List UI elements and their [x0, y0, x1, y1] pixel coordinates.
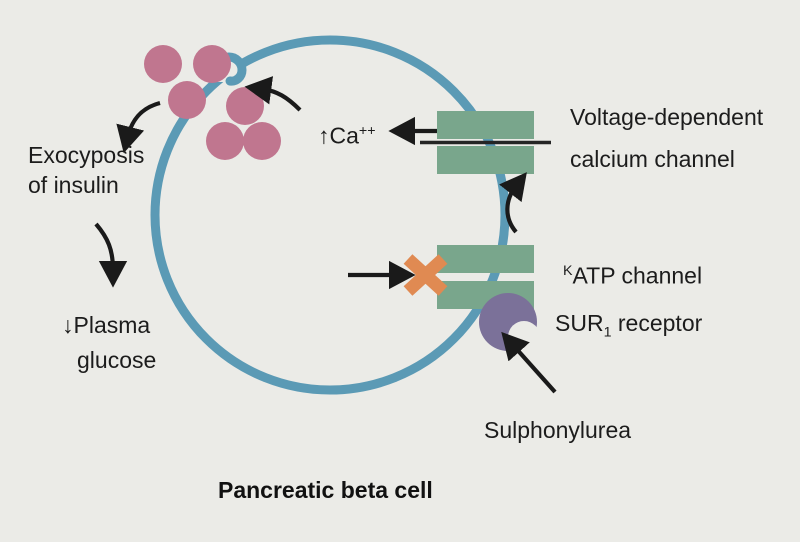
- exocytosis-label-line2: of insulin: [28, 172, 119, 198]
- calcium-symbol: Ca: [329, 122, 359, 149]
- up-arrow-glyph: ↑: [318, 122, 330, 149]
- voltage-channel-label-line1: Voltage-dependent: [570, 104, 764, 130]
- channel-block-x-icon: [403, 254, 448, 296]
- insulin-granules-inside: [206, 87, 281, 160]
- plasma-glucose-label-line2: glucose: [77, 347, 157, 373]
- calcium-charge: ++: [358, 123, 376, 139]
- exocytosis-label-line1: Exocyposis: [28, 142, 145, 168]
- sur-suffix: receptor: [611, 310, 703, 336]
- sulphonylurea-label: Sulphonylurea: [484, 417, 632, 443]
- sur-subscript: 1: [603, 324, 612, 341]
- cell-membrane: [150, 35, 510, 395]
- sur1-receptor-label: SUR1 receptor: [555, 308, 702, 348]
- glucose-lowering-arrow: [94, 222, 128, 288]
- insulin-granules-outside: [144, 45, 231, 119]
- exocytosis-arrow: [116, 100, 161, 154]
- katp-channel-text: ATP channel: [572, 262, 703, 289]
- down-arrow-glyph: ↓: [62, 312, 74, 338]
- granule-entry-arrow: [244, 76, 302, 112]
- figure-title: Pancreatic beta cell: [218, 477, 433, 503]
- katp-channel-label: KATP channel: [563, 256, 702, 291]
- calcium-influx-label: ↑Ca++: [318, 116, 376, 151]
- voltage-channel-label-line2: calcium channel: [570, 146, 735, 172]
- plasma-glucose-text: Plasma: [73, 312, 151, 338]
- plasma-glucose-label-line1: ↓Plasma: [62, 310, 150, 340]
- sulphonylurea-binding-arrow: [501, 331, 557, 394]
- voltage-dependent-calcium-channel: [420, 111, 551, 174]
- sur1-receptor: [479, 293, 537, 351]
- katp-superscript: K: [563, 263, 573, 279]
- depolarization-arrow: [499, 172, 527, 234]
- sur-prefix: SUR: [555, 310, 604, 336]
